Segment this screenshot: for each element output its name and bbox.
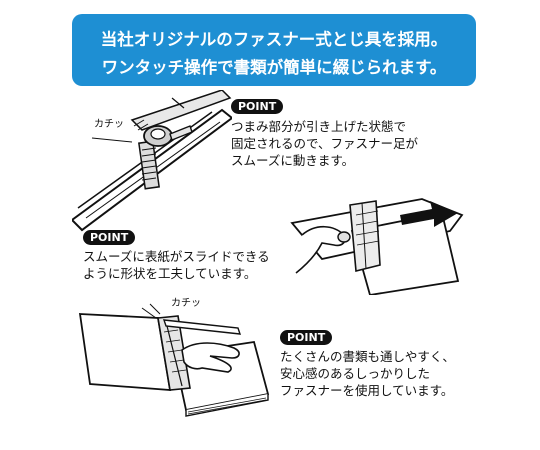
point-1-line-2: 固定されるので、ファスナー足が — [231, 136, 419, 151]
point-3-description: たくさんの書類も通しやすく、 安心感のあるしっかりした ファスナーを使用していま… — [280, 348, 455, 399]
filled-binder-illustration — [78, 303, 270, 417]
point-3-line-1: たくさんの書類も通しやすく、 — [280, 349, 455, 364]
banner-line-1: 当社オリジナルのファスナー式とじ具を採用。 — [100, 30, 448, 49]
point-3-line-2: 安心感のあるしっかりした — [280, 366, 431, 381]
point-badge-3: POINT — [280, 330, 333, 345]
point-1-line-1: つまみ部分が引き上げた状態で — [231, 119, 407, 134]
banner-line-2: ワンタッチ操作で書類が簡単に綴じられます。 — [101, 58, 447, 77]
point-2-description: スムーズに表紙がスライドできる ように形状を工夫しています。 — [83, 248, 270, 282]
point-1-line-3: スムーズに動きます。 — [231, 153, 355, 168]
point-1-description: つまみ部分が引き上げた状態で 固定されるので、ファスナー足が スムーズに動きます… — [231, 118, 418, 169]
header-banner: 当社オリジナルのファスナー式とじ具を採用。 ワンタッチ操作で書類が簡単に綴じられ… — [72, 14, 476, 86]
point-3-line-3: ファスナーを使用しています。 — [280, 383, 454, 398]
point-badge-2: POINT — [83, 230, 136, 245]
fastener-knob-illustration — [72, 90, 232, 232]
click-sound-label-bottom: カチッ — [171, 298, 201, 309]
point-badge-1: POINT — [231, 99, 284, 114]
sliding-cover-illustration — [290, 198, 464, 295]
point-2-line-2: ように形状を工夫しています。 — [83, 266, 257, 281]
point-2-line-1: スムーズに表紙がスライドできる — [83, 249, 270, 264]
click-sound-label-top: カチッ — [94, 119, 124, 130]
